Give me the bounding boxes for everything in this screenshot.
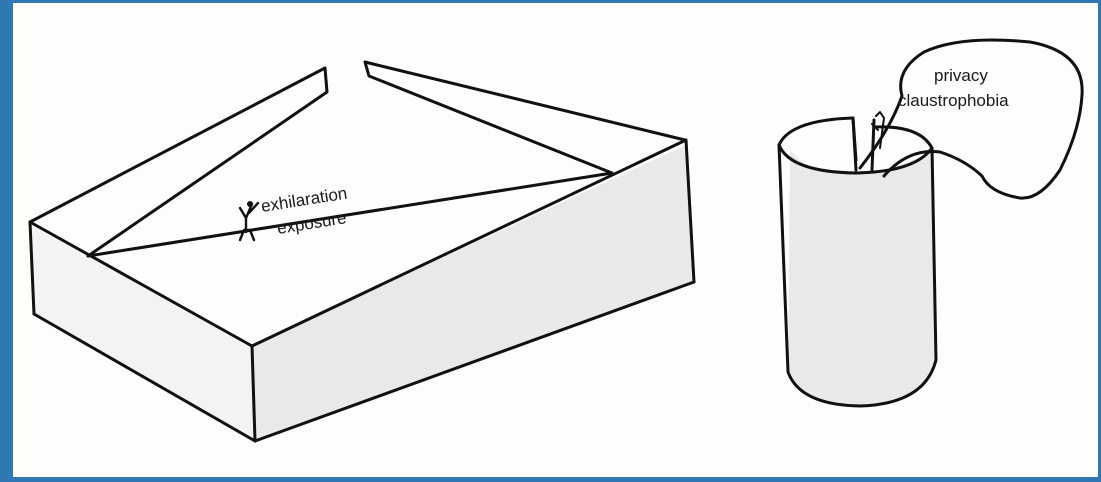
box-label-exposure: exposure [276,208,348,238]
cylinder-drawing: privacy claustrophobia [777,38,1084,408]
open-box-drawing: exhilaration exposure [28,60,696,443]
bubble-label-privacy: privacy [934,66,988,85]
box-left-rim [28,66,329,258]
speech-bubble-outline [858,38,1084,200]
cylinder-body-outline [777,143,938,408]
small-figure-icon [871,111,885,149]
bubble-label-claustrophobia: claustrophobia [898,91,1009,110]
cylinder-opening-slit [851,116,876,172]
cylinder-body-shading [788,150,936,406]
box-bottom-edges [32,280,696,443]
box-vertical-edges [28,138,696,443]
cylinder-top-rim [777,116,934,175]
box-inner-floor-edge [86,171,614,258]
stick-figure-icon [238,201,260,242]
box-right-rim [363,60,687,175]
box-front-face-shading [252,145,694,441]
box-left-face-shading [30,225,255,441]
